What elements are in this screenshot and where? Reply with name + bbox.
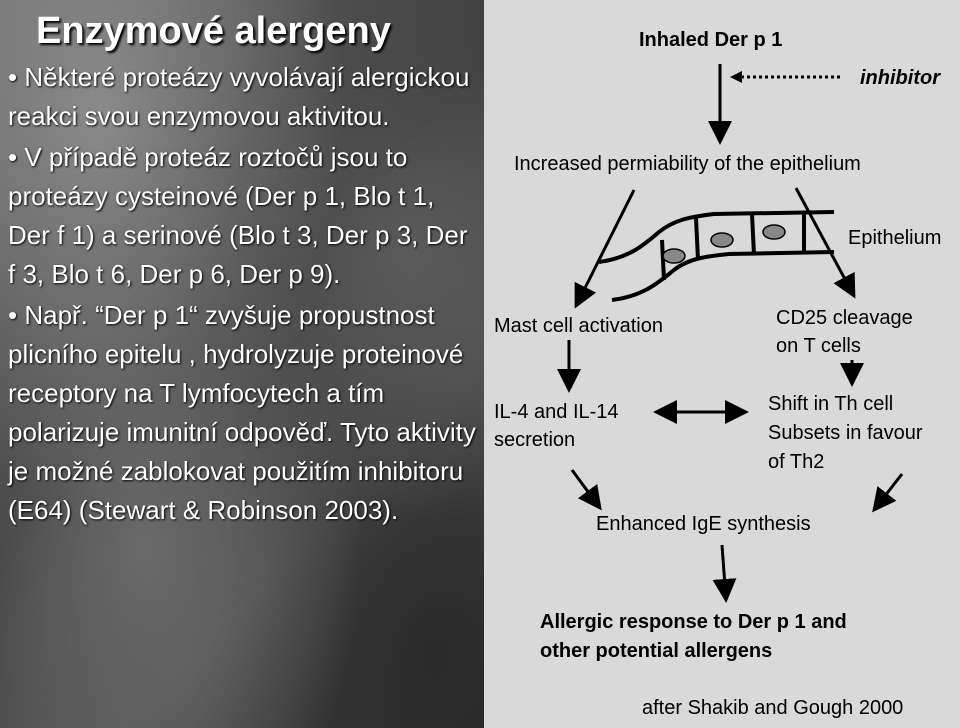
- arrow-to-mast: [574, 189, 636, 309]
- diagram-panel: Inhaled Der p 1 inhibitor Increased perm…: [484, 0, 960, 728]
- bullet-list: • Některé proteázy vyvolávají alergickou…: [8, 58, 478, 532]
- epithelium-lower-edge: [611, 250, 835, 302]
- text-panel: Enzymové alergeny • Některé proteázy vyv…: [0, 0, 484, 728]
- bullet-2: • V případě proteáz roztočů jsou to prot…: [8, 142, 468, 289]
- inhibitor-arrowhead: [730, 71, 742, 83]
- label-ige: Enhanced IgE synthesis: [596, 513, 811, 535]
- cell-nucleus-2: [710, 232, 734, 248]
- bullet-3: • Např. “Der p 1“ zvyšuje propustnost pl…: [8, 300, 476, 525]
- label-cd25-line1: CD25 cleavage: [776, 307, 913, 329]
- label-allergic-line1: Allergic response to Der p 1 and: [540, 611, 847, 633]
- epithelium-junction-2: [694, 217, 700, 261]
- arrow-shift-to-ige: [872, 473, 904, 513]
- label-il-line2: secretion: [494, 429, 576, 451]
- epithelium-upper-edge: [598, 210, 835, 264]
- label-mast: Mast cell activation: [494, 315, 663, 337]
- arrow-to-cd25: [794, 187, 856, 299]
- slide-title: Enzymové alergeny: [36, 10, 391, 52]
- label-epithelium: Epithelium: [848, 227, 942, 249]
- label-inhaled: Inhaled Der p 1: [639, 29, 783, 51]
- label-permeability: Increased permiability of the epithelium: [514, 153, 861, 175]
- label-allergic-line2: other potential allergens: [540, 640, 773, 662]
- label-shift-line2: Subsets in favour: [768, 422, 923, 444]
- cell-nucleus-3: [762, 224, 786, 240]
- epithelium-junction-1: [660, 239, 666, 281]
- arrow-il-to-ige: [570, 469, 602, 511]
- bullet-1: • Některé proteázy vyvolávají alergickou…: [8, 62, 470, 131]
- diagram-graphics: [557, 64, 904, 603]
- label-shift-line1: Shift in Th cell: [768, 393, 894, 415]
- label-cd25-line2: on T cells: [776, 335, 861, 357]
- label-credit: after Shakib and Gough 2000: [642, 697, 904, 719]
- label-shift-line3: of Th2: [768, 451, 825, 473]
- epithelium-junction-3: [750, 213, 756, 256]
- arrow-ige-to-allergic: [712, 544, 737, 603]
- label-il-line1: IL-4 and IL-14: [494, 401, 619, 423]
- cell-nucleus-1: [662, 248, 686, 264]
- label-inhibitor: inhibitor: [860, 67, 940, 89]
